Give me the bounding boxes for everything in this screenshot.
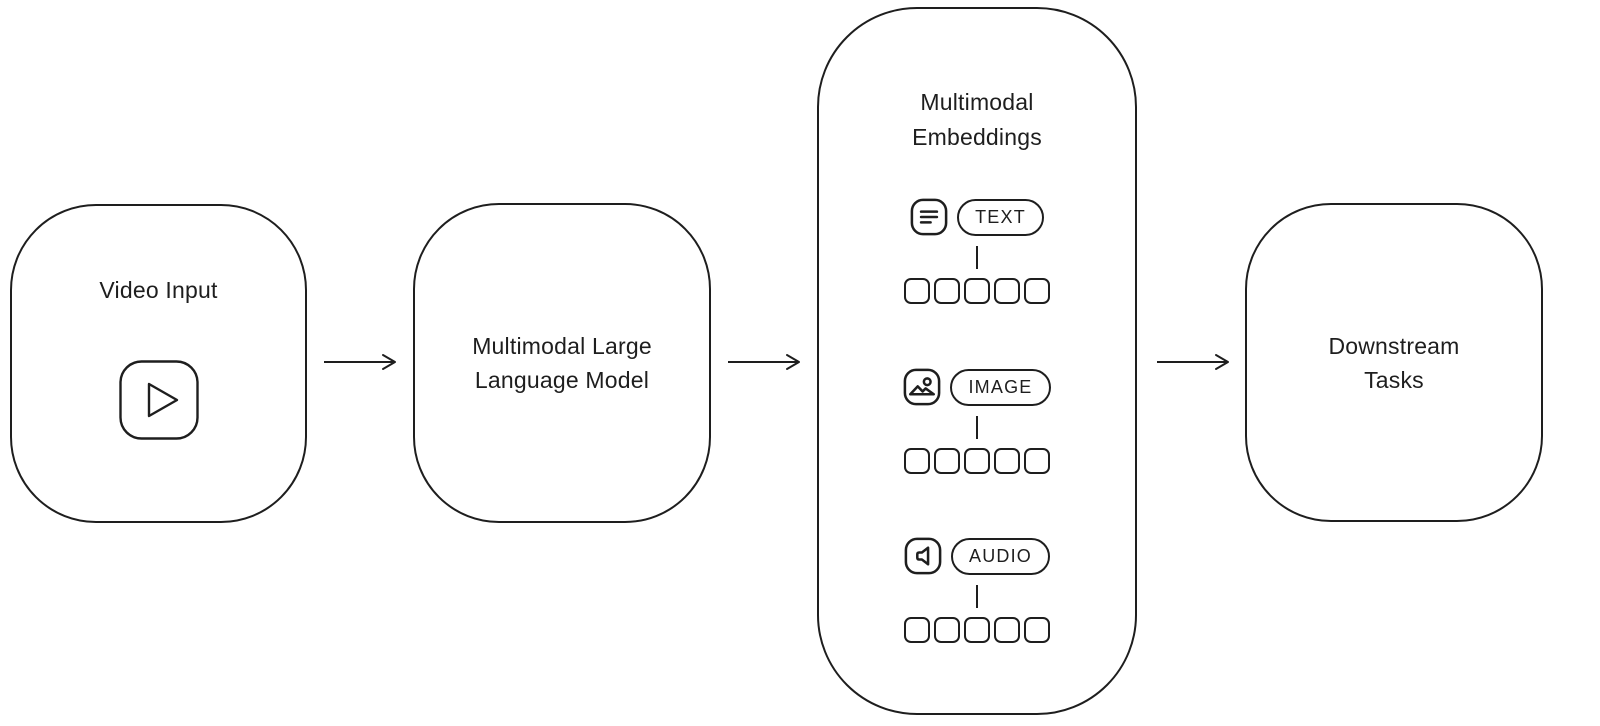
text-pill-label: TEXT xyxy=(975,206,1026,227)
node-multimodal-embeddings: Multimodal Embeddings TEXT xyxy=(817,7,1137,715)
token-square xyxy=(994,617,1020,643)
downstream-label: Downstream Tasks xyxy=(1247,205,1541,520)
token-square xyxy=(934,448,960,474)
node-mllm: Multimodal Large Language Model xyxy=(413,203,711,523)
text-pill: TEXT xyxy=(957,198,1044,236)
audio-token-squares xyxy=(904,617,1050,643)
modality-group-text: TEXT xyxy=(819,198,1135,304)
modality-group-audio: AUDIO xyxy=(819,537,1135,643)
image-pill: IMAGE xyxy=(950,368,1051,406)
token-square xyxy=(964,448,990,474)
audio-connector-line xyxy=(976,585,978,608)
image-token-squares xyxy=(904,448,1050,474)
embeddings-title-line2: Embeddings xyxy=(912,124,1042,150)
token-square xyxy=(1024,278,1050,304)
arrow-mllm-to-embeddings xyxy=(728,354,800,370)
token-square xyxy=(964,617,990,643)
embeddings-title-line1: Multimodal xyxy=(920,89,1034,115)
arrow-video-to-mllm xyxy=(324,354,396,370)
mllm-label: Multimodal Large Language Model xyxy=(415,205,709,521)
node-video-input: Video Input xyxy=(10,204,307,523)
text-token-squares xyxy=(904,278,1050,304)
node-downstream-tasks: Downstream Tasks xyxy=(1245,203,1543,522)
token-square xyxy=(994,448,1020,474)
text-connector-line xyxy=(976,246,978,269)
audio-row: AUDIO xyxy=(904,537,1050,575)
token-square xyxy=(1024,448,1050,474)
mllm-label-line2: Language Model xyxy=(474,367,650,393)
token-square xyxy=(934,278,960,304)
token-square xyxy=(964,278,990,304)
token-square xyxy=(904,278,930,304)
token-square xyxy=(904,448,930,474)
video-input-label: Video Input xyxy=(99,277,218,303)
token-square xyxy=(1024,617,1050,643)
mllm-label-line1: Multimodal Large xyxy=(472,333,652,359)
audio-pill-label: AUDIO xyxy=(968,545,1032,566)
image-connector-line xyxy=(976,416,978,439)
token-square xyxy=(934,617,960,643)
arrow-embeddings-to-downstream xyxy=(1157,354,1229,370)
audio-pill: AUDIO xyxy=(950,537,1050,575)
token-square xyxy=(904,617,930,643)
image-row: IMAGE xyxy=(903,368,1051,406)
downstream-label-line1: Downstream xyxy=(1328,332,1460,359)
modality-group-image: IMAGE xyxy=(819,368,1135,474)
token-square xyxy=(994,278,1020,304)
text-row: TEXT xyxy=(910,198,1044,236)
play-icon xyxy=(118,360,199,440)
text-lines-icon xyxy=(910,198,948,236)
speaker-icon xyxy=(904,537,942,575)
image-pill-label: IMAGE xyxy=(968,376,1033,397)
embeddings-title: Multimodal Embeddings xyxy=(819,85,1135,155)
downstream-label-line2: Tasks xyxy=(1364,366,1424,393)
image-icon xyxy=(903,368,941,406)
